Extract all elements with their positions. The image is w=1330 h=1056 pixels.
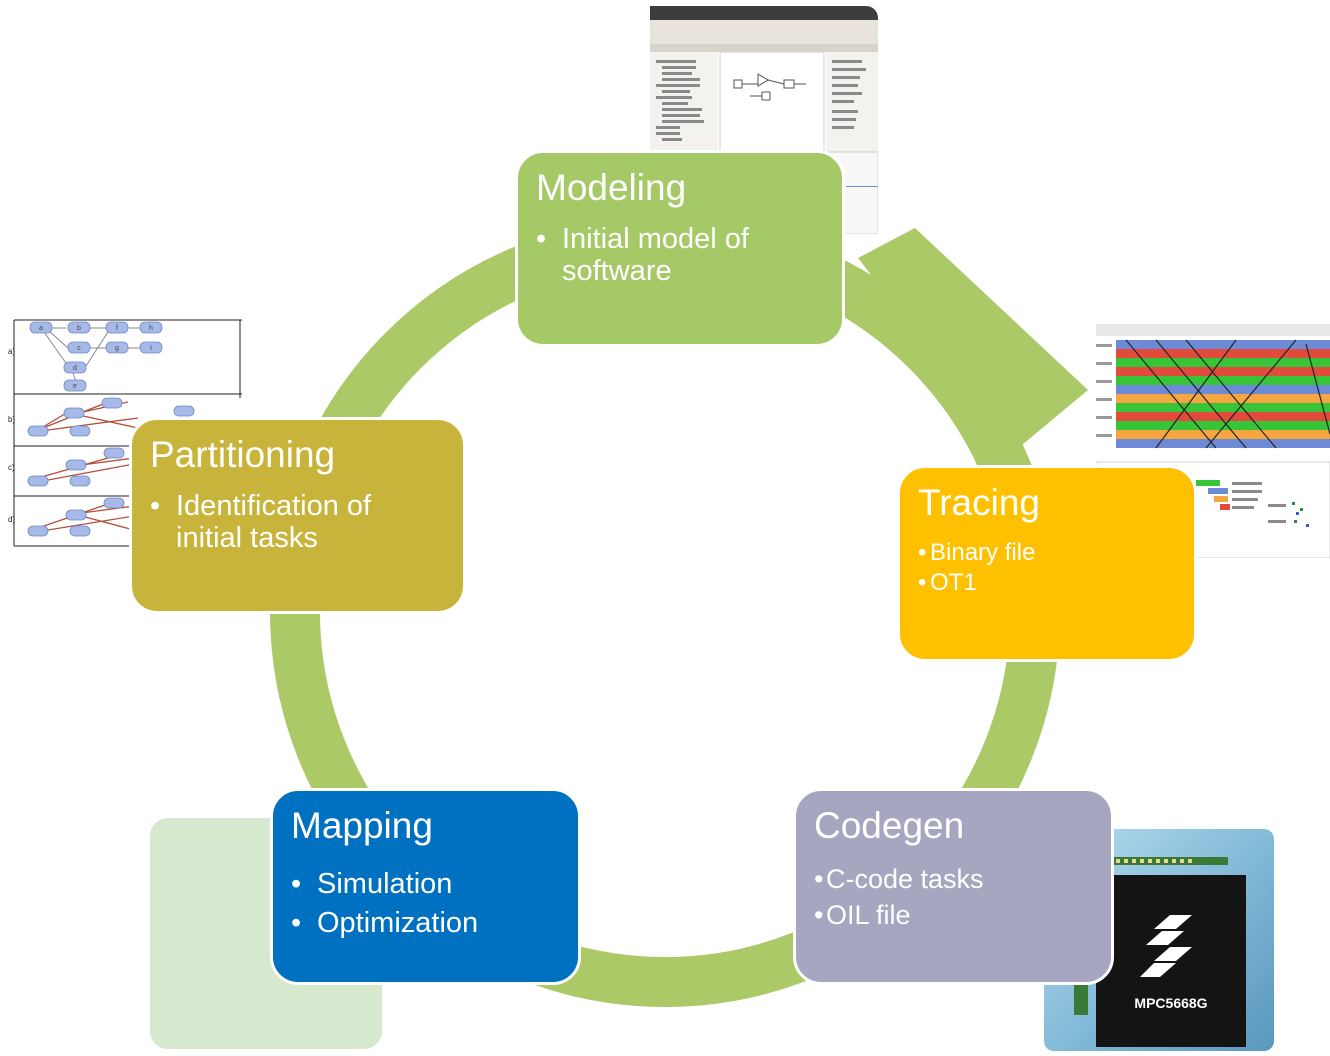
row-label-d: d) xyxy=(8,515,15,524)
partitioning-bullets: Identification of initial tasks xyxy=(150,490,436,554)
partitioning-bullet: Identification of initial tasks xyxy=(150,490,436,554)
mapping-title: Mapping xyxy=(291,805,433,846)
tracing-bullet: Binary file xyxy=(918,538,1035,568)
row-label-a: a) xyxy=(8,347,15,356)
partitioning-title: Partitioning xyxy=(150,434,336,475)
codegen-title: Codegen xyxy=(814,805,965,846)
mapping-bullet: Simulation xyxy=(291,865,478,904)
tracing-stage: Tracing Binary file OT1 xyxy=(897,465,1197,662)
modeling-title: Modeling xyxy=(536,167,687,208)
mapping-bullet: Optimization xyxy=(291,904,478,943)
codegen-bullets: C-code tasks OIL file xyxy=(814,861,984,933)
mapping-stage: Mapping Simulation Optimization xyxy=(270,788,581,985)
node-f: f xyxy=(116,325,118,332)
chip-label: MPC5668G xyxy=(1134,995,1208,1011)
node-i: i xyxy=(150,345,152,352)
node-a: a xyxy=(39,325,43,332)
node-e: e xyxy=(73,383,77,390)
tracing-bullets: Binary file OT1 xyxy=(918,538,1035,598)
modeling-bullets: Initial model of software xyxy=(536,223,842,287)
node-c: c xyxy=(77,345,81,352)
row-label-b: b) xyxy=(8,415,15,424)
tracing-bullet: OT1 xyxy=(918,568,1035,598)
node-h: h xyxy=(149,325,153,332)
codegen-stage: Codegen C-code tasks OIL file xyxy=(793,788,1114,985)
codegen-bullet: C-code tasks xyxy=(814,861,984,897)
modeling-stage: Modeling Initial model of software xyxy=(515,150,845,347)
node-g: g xyxy=(115,345,119,352)
tracing-title: Tracing xyxy=(918,482,1041,523)
mapping-bullets: Simulation Optimization xyxy=(291,865,478,943)
row-label-c: c) xyxy=(8,463,15,472)
codegen-bullet: OIL file xyxy=(814,897,984,933)
node-b: b xyxy=(77,325,81,332)
modeling-bullet: Initial model of software xyxy=(536,223,842,287)
partitioning-stage: Partitioning Identification of initial t… xyxy=(129,417,466,614)
node-d: d xyxy=(73,365,77,372)
ring-arrow-head xyxy=(858,228,1088,455)
